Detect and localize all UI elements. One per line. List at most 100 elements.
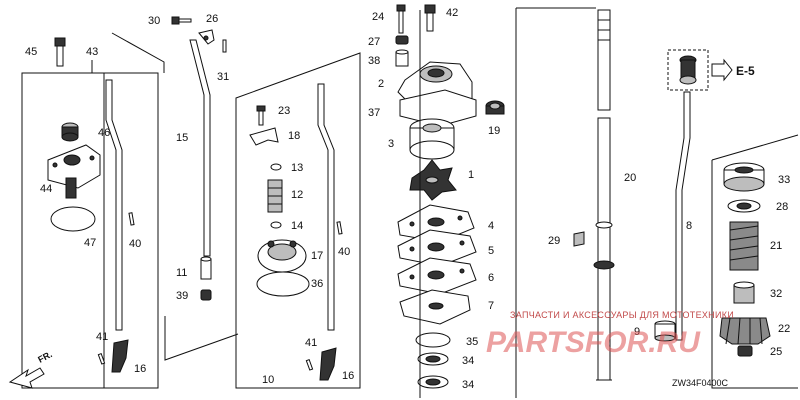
o-ring-icon[interactable] <box>270 221 282 229</box>
callout-25: 25 <box>770 346 782 358</box>
callout-40: 40 <box>129 238 141 250</box>
callout-35: 35 <box>466 336 478 348</box>
callout-41-b: 41 <box>305 337 317 349</box>
group-10-assembly <box>235 52 361 389</box>
spring-icon[interactable] <box>729 221 759 271</box>
callout-12: 12 <box>291 189 303 201</box>
pump-plate-icon[interactable] <box>397 229 477 267</box>
housing-plate-icon[interactable] <box>399 89 477 127</box>
callout-5: 5 <box>488 245 494 257</box>
callout-40-b: 40 <box>338 246 350 258</box>
nut-icon[interactable] <box>737 345 753 357</box>
callout-11: 11 <box>176 267 187 279</box>
callout-37: 37 <box>368 107 380 119</box>
water-tube-group <box>667 49 799 389</box>
bracket-icon[interactable] <box>249 127 279 146</box>
pin-icon[interactable] <box>336 221 343 235</box>
cover-icon[interactable] <box>257 239 307 273</box>
o-ring-icon[interactable] <box>256 271 310 297</box>
grommet-icon[interactable] <box>200 289 212 301</box>
pin-icon[interactable] <box>128 212 135 226</box>
callout-29: 29 <box>548 235 560 247</box>
shift-link-icon[interactable] <box>319 347 337 381</box>
drive-shaft-icon[interactable] <box>593 9 615 381</box>
callout-3: 3 <box>388 138 394 150</box>
bolt-icon[interactable] <box>171 16 192 25</box>
watermark-tagline: ЗАПЧАСТИ И АКСЕССУАРЫ ДЛЯ МОТОТЕХНИКИ <box>510 310 734 320</box>
needle-bearing-icon[interactable] <box>733 281 755 304</box>
clip-icon[interactable] <box>198 29 215 45</box>
callout-1: 1 <box>468 169 474 181</box>
callout-46: 46 <box>98 127 110 139</box>
shift-rod-icon[interactable] <box>317 83 335 331</box>
callout-4: 4 <box>488 220 494 232</box>
group-43-assembly <box>8 37 159 389</box>
gasket-icon[interactable] <box>399 289 471 325</box>
grommet-icon[interactable] <box>485 100 505 115</box>
bolt-icon[interactable] <box>54 37 66 67</box>
washer-icon[interactable] <box>727 199 761 213</box>
callout-16: 16 <box>134 363 146 375</box>
callout-2: 2 <box>378 78 384 90</box>
diagram-code: ZW34F0400C <box>672 378 729 388</box>
callout-34: 34 <box>462 355 474 367</box>
callout-7: 7 <box>488 300 494 312</box>
o-ring-icon[interactable] <box>50 206 96 232</box>
callout-16-b: 16 <box>342 370 354 382</box>
shaft-housing-icon[interactable] <box>47 144 101 199</box>
callout-36: 36 <box>311 278 323 290</box>
screw-icon[interactable] <box>256 105 266 126</box>
shift-rod-icon[interactable] <box>105 79 123 331</box>
callout-10: 10 <box>262 374 274 386</box>
callout-14: 14 <box>291 220 303 232</box>
pin-icon[interactable] <box>97 352 106 365</box>
callout-34-b: 34 <box>462 379 474 391</box>
bolt-icon[interactable] <box>424 4 436 32</box>
callout-26: 26 <box>206 13 218 25</box>
front-direction-arrow-icon <box>8 367 45 389</box>
bearing-icon[interactable] <box>723 162 765 192</box>
drive-shaft-group <box>515 7 615 398</box>
callout-33: 33 <box>778 174 790 186</box>
pinion-gear-icon[interactable] <box>719 317 771 345</box>
callout-labels: 45 43 46 44 47 40 41 16 30 26 31 15 11 3… <box>25 7 790 391</box>
grommet-icon[interactable] <box>667 49 709 91</box>
callout-38: 38 <box>368 55 380 67</box>
impeller-icon[interactable] <box>409 159 457 201</box>
callout-43: 43 <box>86 46 98 58</box>
collar-icon[interactable] <box>654 320 676 342</box>
oil-seal-icon[interactable] <box>417 375 449 389</box>
shift-link-icon[interactable] <box>111 339 129 373</box>
callout-39: 39 <box>176 290 188 302</box>
bolt-icon[interactable] <box>396 4 406 34</box>
callout-20: 20 <box>624 172 636 184</box>
callout-24: 24 <box>372 11 384 23</box>
spacer-icon[interactable] <box>395 49 409 67</box>
reference-label: E-5 <box>736 64 755 78</box>
callout-41: 41 <box>96 331 108 343</box>
fitting-icon[interactable] <box>267 179 283 213</box>
bearing-stack <box>654 162 771 357</box>
pin-icon[interactable] <box>305 358 314 371</box>
key-icon[interactable] <box>573 231 585 247</box>
o-ring-icon[interactable] <box>270 163 282 171</box>
callout-23: 23 <box>278 105 290 117</box>
callout-9: 9 <box>634 326 640 338</box>
callout-19: 19 <box>488 125 500 137</box>
gasket-icon[interactable] <box>397 204 475 243</box>
callout-6: 6 <box>488 272 494 284</box>
group-15-assembly <box>111 16 239 361</box>
pin-icon[interactable] <box>222 39 227 53</box>
gasket-icon[interactable] <box>397 257 477 295</box>
shift-rod-icon[interactable] <box>189 39 211 257</box>
callout-27: 27 <box>368 36 380 48</box>
o-ring-icon[interactable] <box>415 332 451 348</box>
callout-47: 47 <box>84 237 96 249</box>
bushing-icon[interactable] <box>200 256 212 280</box>
oil-seal-icon[interactable] <box>417 352 449 366</box>
washer-icon[interactable] <box>395 35 409 45</box>
water-tube-icon[interactable] <box>675 91 691 341</box>
cap-icon[interactable] <box>61 122 79 142</box>
impeller-liner-icon[interactable] <box>409 118 455 160</box>
callout-45: 45 <box>25 46 37 58</box>
